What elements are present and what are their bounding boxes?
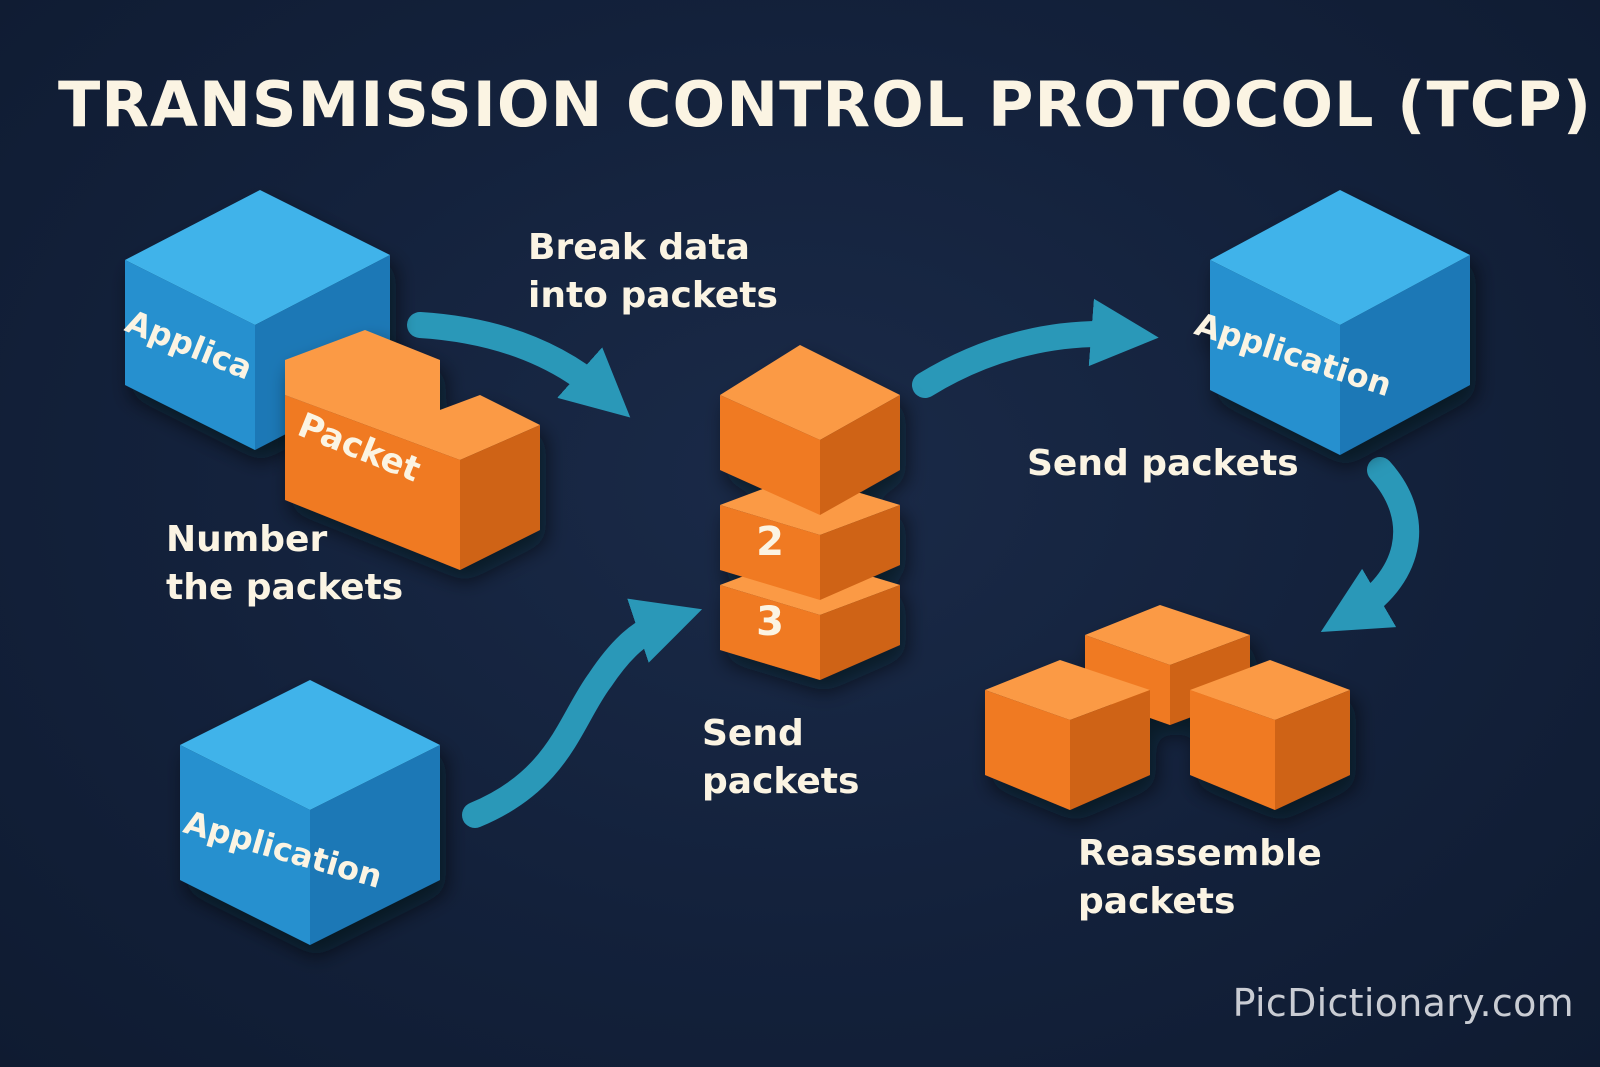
packet-number-3: 3 — [756, 599, 784, 645]
page-title: TRANSMISSION CONTROL PROTOCOL (TCP) — [57, 68, 1593, 141]
arrow-send-right — [912, 298, 1159, 398]
reassembled-packets — [985, 605, 1350, 810]
arrow-break-data — [407, 312, 631, 418]
packet-number-2: 2 — [756, 519, 784, 565]
arrow-icon — [1320, 457, 1420, 633]
application-block-right: Application — [1190, 190, 1470, 455]
arrow-send-center — [462, 598, 703, 828]
packet-stack: 2 3 — [720, 345, 900, 680]
application-block-bottom-left: Application — [180, 680, 440, 945]
label-send-packets-right: Send packets — [1027, 443, 1299, 484]
watermark: PicDictionary.com — [1232, 981, 1574, 1025]
arrow-icon — [462, 598, 703, 828]
packet-block: Packet — [285, 330, 540, 570]
arrow-icon — [912, 298, 1159, 398]
arrow-icon — [407, 312, 631, 418]
arrow-reassemble — [1320, 457, 1420, 633]
